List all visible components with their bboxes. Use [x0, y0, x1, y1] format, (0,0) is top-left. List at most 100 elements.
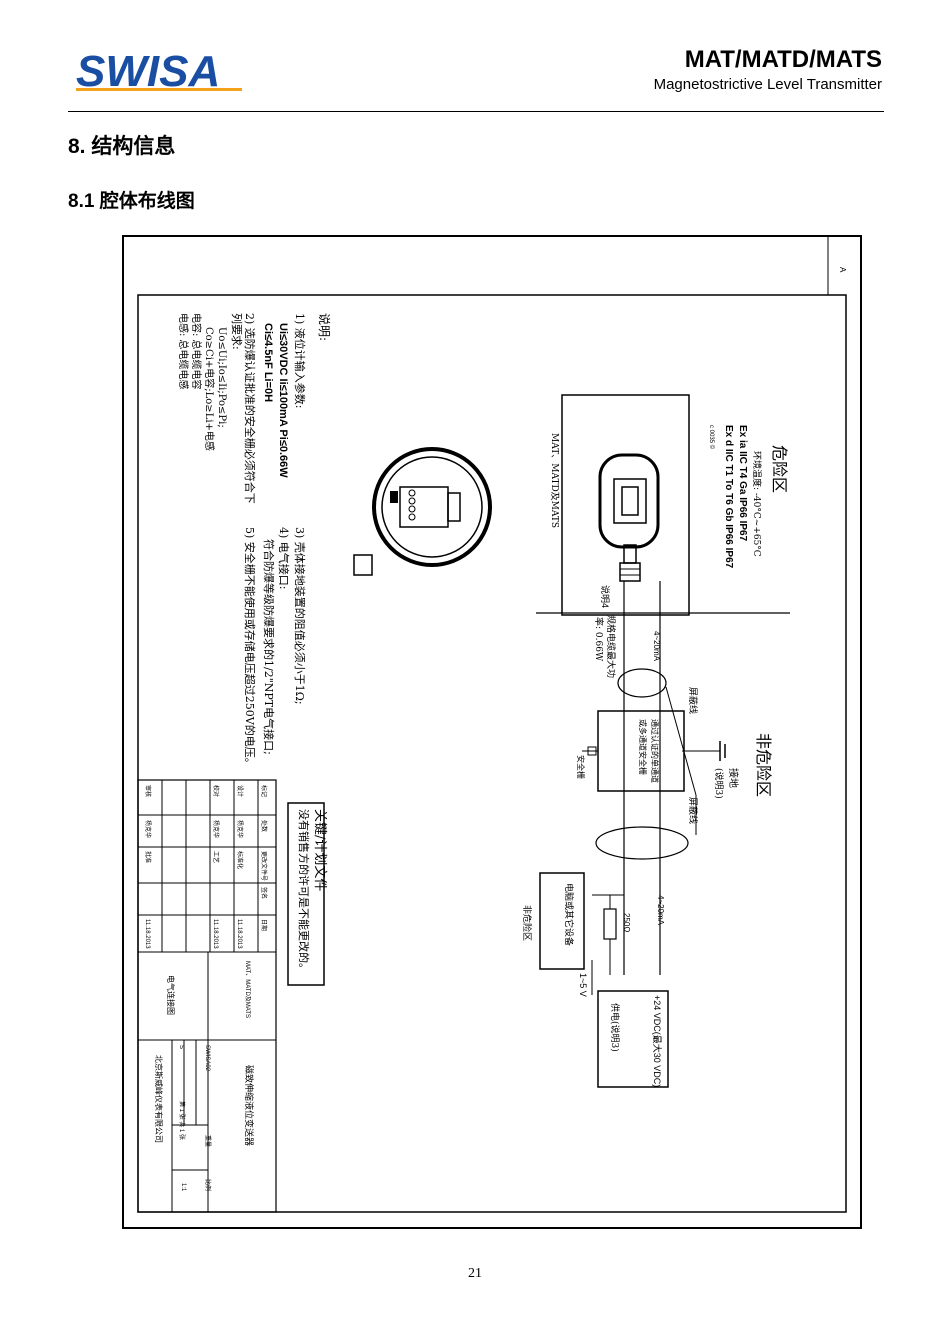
section-number: 8.: [68, 135, 86, 158]
note-5: 5) 安全栅不能使用或存储电压超过250V的电压。: [243, 527, 257, 769]
cable-current: 4~20mA: [652, 631, 661, 662]
title-block: 标记 处数 更改文件号 签名 日期 设计 杨克华 标准化 11.18.2013 …: [137, 779, 277, 1213]
voltage-label: 1~5 V: [578, 973, 588, 997]
barrier-text-1: 通过认证的单通道: [650, 719, 660, 783]
recorder-label: 电脑或其它设备: [563, 883, 575, 946]
hazard-cert-mark: c 0035 ©: [708, 425, 715, 450]
hazard-ex-ia: Ex ia IIC T4 Ga IP66 IP67: [737, 425, 748, 542]
transmitter-head-side-view: [598, 453, 660, 549]
note-2-line-1: Uo≤Ui;Io≤Ii;Po≤Pi;: [216, 327, 227, 428]
supply-label-1: +24 VDC(最大30 VDC): [652, 995, 663, 1087]
page-number: 21: [468, 1266, 482, 1281]
tb-row0-doc: 更改文件号: [260, 851, 268, 881]
section-heading: 8. 结构信息: [68, 130, 175, 160]
safe-title: 非危险区: [754, 733, 772, 797]
tb-row1-date: 11.18.2013: [236, 919, 242, 949]
note-2-line-3: 电容: 总电缆电容: [190, 313, 203, 390]
loop-current: 4~20mA: [656, 895, 665, 926]
barrier-label: 安全栅: [576, 755, 586, 779]
logo-underline: [76, 88, 242, 91]
shield-ellipse-2: [595, 826, 689, 860]
cable-gland: [619, 562, 641, 582]
note-2: 2) 选防爆认证批准的安全栅必须符合下: [243, 313, 257, 504]
tb-row1-doc: 标准化: [236, 851, 244, 869]
hazard-title: 危险区: [770, 445, 788, 493]
shield-label-1: 屏蔽线: [687, 687, 699, 714]
corner-label: A: [838, 267, 847, 273]
cable-spec-2: 率: 0.66W: [593, 617, 605, 662]
subsection-title: 腔体布线图: [99, 191, 195, 212]
drawing-inner-frame: [137, 294, 847, 1213]
note-3: 3) 壳体接地装置的阻值必须小于1Ω;: [293, 527, 307, 705]
subsection-heading: 8.1 腔体布线图: [68, 186, 195, 213]
ground-note: (说明3): [713, 768, 725, 799]
recorder-box: [539, 872, 585, 970]
hazard-model: MAT、MATD及MATS: [549, 433, 560, 528]
swisa-logo: SWISA: [74, 44, 254, 100]
tb-row2-date: 11.18.2013: [212, 919, 218, 949]
tb-weight-label: 重量: [204, 1135, 212, 1147]
header-title: MAT/MATD/MATS: [684, 46, 882, 73]
wiring-drawing: A 说明: 1) 液位计输入参数: Ui≤30VDC Ii≤100mA Pi≤0…: [122, 235, 862, 1229]
power-supply-box: [597, 990, 669, 1088]
nonhaz-label: 非危险区: [521, 905, 533, 941]
tb-row0-sign: 签名: [260, 887, 268, 899]
terminal-block: [399, 486, 449, 528]
note-1-params-1: Ui≤30VDC Ii≤100mA Pi≤0.66W: [277, 323, 289, 478]
note-1: 1) 液位计输入参数:: [293, 313, 307, 409]
stamp-box: 关键/计划文件 没有销售方的许可是不能更改的。: [287, 802, 327, 986]
section-title: 结构信息: [91, 135, 176, 158]
header-divider: [68, 111, 884, 112]
tb-row3-doc: 批准: [144, 851, 152, 863]
tb-row2-doc: 工艺: [212, 851, 220, 863]
note-2-line-4: 电感: 总电缆电感: [177, 313, 190, 390]
barrier-text-2: 或多通道安全栅: [638, 719, 648, 775]
supply-label-2: 供电(说明3): [609, 1003, 621, 1052]
transmitter-housing-end-view: [353, 447, 492, 576]
hazard-ambient: 环境温度: -40°C~+65°C: [751, 451, 763, 557]
tb-row0-date: 日期: [260, 919, 268, 931]
tb-drawing-name: 电气连接图: [166, 975, 176, 1015]
cable-note-4: 说明4: [600, 585, 611, 608]
tb-product: 磁致伸缩液位变送器: [244, 1065, 255, 1146]
tb-row0-role: 标记: [260, 785, 268, 797]
shield-label-2: 屏蔽线: [687, 797, 699, 824]
subsection-number: 8.1: [68, 191, 95, 212]
tb-row1-role: 设计: [236, 785, 244, 797]
tb-sheet: 第 1 张 共 1 张: [178, 1101, 186, 1140]
stamp-line-2: 没有销售方的许可是不能更改的。: [297, 809, 311, 974]
note-4: 4) 电气接口:: [277, 527, 291, 590]
note-1-params-2: Ci≤4.5nF Li=0H: [262, 323, 274, 402]
tb-s-label: S: [178, 1045, 184, 1049]
cable-spec: 规格电缆最大功: [605, 615, 617, 678]
field-cable: 说明4 4~20mA 规格电缆最大功 率: 0.66W 屏蔽线 屏蔽线: [593, 581, 699, 975]
tb-model: MAT、MATD及MATS: [244, 961, 251, 1018]
stamp-line-1: 关键/计划文件: [312, 809, 327, 891]
tb-row1-name: 杨克华: [236, 820, 244, 838]
note-4-b: 符合防爆等级防爆要求的1/2"NPT电气接口;: [262, 539, 276, 755]
note-2-line-2: Co≥Ci+电容;Lo≥Li+电感: [203, 327, 216, 451]
hazardous-area-enclosure: 危险区 环境温度: -40°C~+65°C Ex ia IIC T4 Ga IP…: [549, 394, 788, 616]
tb-row2-role: 校对: [212, 785, 220, 797]
tb-scale: 1:1: [180, 1183, 186, 1192]
safe-area: 非危险区 接地 (说明3) 通过认证的单通道 或多通道安全栅 安全栅 250Ω …: [521, 710, 772, 1088]
tb-row2-name: 杨克华: [212, 820, 220, 838]
note-2-b: 列要求:: [230, 313, 244, 350]
tb-company: 北京斯威峰仪表有限公司: [154, 1055, 164, 1143]
logo-wordmark: SWISA: [76, 47, 220, 96]
tb-doc-no: SWISA02-: [204, 1045, 210, 1073]
resistor-value: 250Ω: [622, 913, 631, 932]
notes-heading: 说明:: [317, 313, 332, 341]
tb-row3-role: 审核: [144, 785, 152, 797]
swisa-logo-graphic: SWISA: [76, 47, 242, 96]
tb-row0-name: 处数: [260, 820, 268, 832]
hazard-ex-d: Ex d IIC T1 To T6 Gb IP66 IP67: [723, 425, 734, 569]
ground-label: 接地: [727, 768, 740, 788]
cable-entry-boss: [353, 554, 373, 576]
shield-ellipse-1: [617, 668, 667, 698]
resistor: [603, 908, 617, 940]
notes-block: 说明: 1) 液位计输入参数: Ui≤30VDC Ii≤100mA Pi≤0.6…: [177, 313, 332, 769]
tb-row3-name: 杨克华: [144, 820, 152, 838]
header-subtitle: Magnetostrictive Level Transmitter: [653, 76, 882, 93]
tb-scale-label: 比例: [204, 1179, 212, 1191]
